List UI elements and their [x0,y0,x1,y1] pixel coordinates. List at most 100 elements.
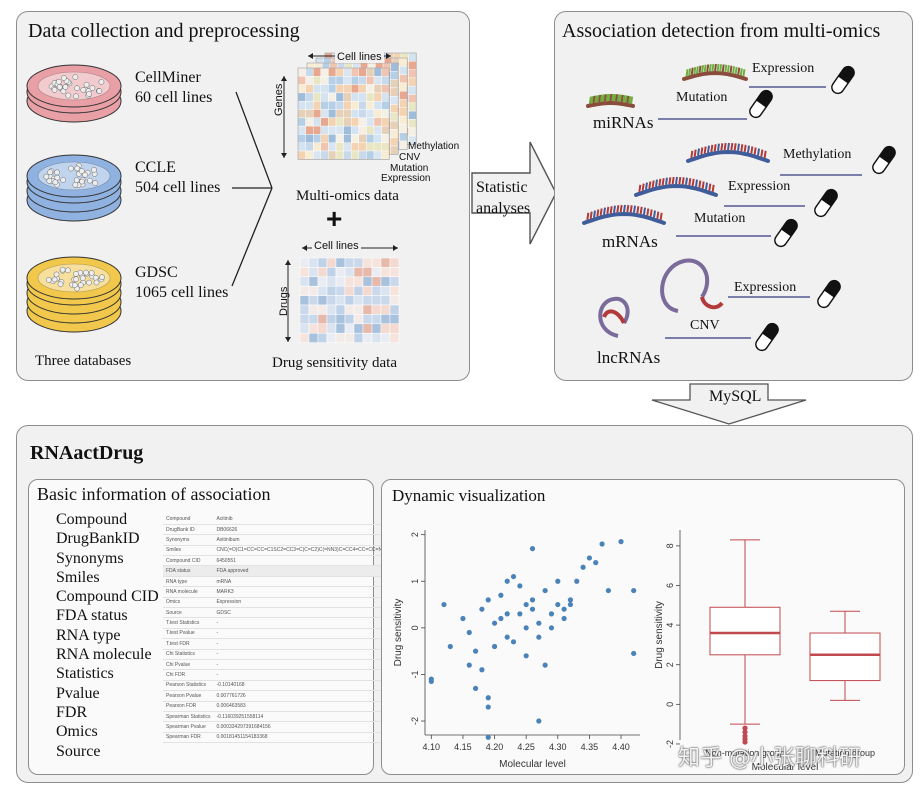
drug-cell [380,267,391,278]
category-label: Mutation group [815,748,875,758]
heat-cell [328,134,337,143]
scatter-point [618,539,624,545]
scatter-point [586,555,593,561]
cell-dot [77,282,84,288]
heat-cell [328,109,337,119]
heat-cell [343,101,352,110]
heat-cell [358,142,367,152]
strand-base [624,95,628,103]
drug-cell [317,295,328,306]
scatter-point [548,625,555,631]
cell-dot [60,177,66,183]
drug-cell [308,332,319,343]
heat-cell [297,92,306,102]
y-tick-label: -1 [410,670,420,678]
cell-dot [86,279,92,286]
heat-cell [390,62,399,72]
drug-cell [362,314,373,325]
strand-base [698,65,702,73]
pill-cap [838,66,855,84]
strand-base [737,143,740,151]
strand-base [701,181,705,189]
heat-cell [297,134,306,143]
heat-cell [373,109,382,119]
drug-cell [371,295,382,306]
association-title: Association detection from multi-omics [562,20,881,42]
strand-base [737,67,741,75]
drug-cell [344,323,355,334]
scatter-point [485,704,491,710]
drug-cell [326,285,337,296]
table-row: T.test Pvalue- [163,628,432,640]
heat-cell [381,125,390,135]
heat-cell [343,84,352,94]
strand-base [693,66,697,75]
drug-cell [344,276,355,287]
scatter-point [536,620,542,626]
strand-base [730,142,734,151]
drug-cell [299,314,310,325]
heat-cell [313,101,322,110]
drug-cell [389,267,400,278]
field-list: Compound DrugBankID Synonyms Smiles Comp… [56,510,159,761]
table-key: Compound CID [163,555,214,567]
scatter-point [580,564,586,570]
strand-base [688,178,692,186]
strand-base [750,146,754,154]
rna-strand [586,93,635,108]
drug-cell [389,257,400,268]
heat-cell [381,67,390,77]
drug-cell [362,267,373,278]
heat-cell [381,134,390,143]
strand-base [620,94,624,103]
drug-cell [353,295,364,306]
outlier-point [742,739,748,745]
y-tick-label: 2 [410,532,420,537]
strand-base [708,64,712,72]
data-collection-title: Data collection and preprocessing [28,20,300,42]
heat-cell [408,94,417,104]
heat-cell [343,125,352,135]
strand-base [661,178,665,186]
strand-base [763,150,767,158]
strand-base [628,96,632,104]
table-key: Spearman Statistics [163,711,214,723]
table-row: Spearman Statistics-0.116039251558114 [163,711,432,723]
heat-cell [335,67,344,77]
strand-base [586,212,590,220]
scatter-point [517,583,523,589]
lncrna-hairpin-2b [700,296,724,310]
strand-base [726,65,730,73]
heat-cell [305,76,314,85]
heat-cell [381,117,390,127]
x-tick-label: 4.10 [423,742,441,752]
strand-base [703,64,707,72]
scatter-point [631,650,637,657]
pill-cap [762,323,779,341]
drug-cell [335,267,346,278]
cell-dot [92,180,99,186]
pill-cap [756,90,773,108]
heat-cell [335,101,344,110]
strand-base [723,142,727,151]
heat-cell [305,134,314,143]
cell-dot [68,165,74,172]
strand-base [594,95,598,103]
drug-cell [362,285,373,296]
heat-cell [358,134,367,143]
drug-cell [317,285,328,296]
mirna-link-mutation: Mutation [676,90,728,105]
strand-base [602,94,605,102]
table-value: - [213,638,432,650]
strand-base [690,150,694,158]
drug-cell [353,304,364,315]
strand-base [721,64,725,72]
heat-cell [350,150,359,160]
heat-cell [399,107,408,117]
heat-cell [399,82,408,92]
omics-layer [297,67,390,160]
heat-cell [373,84,382,94]
scatter-point [561,615,567,622]
drug-cell [308,285,319,296]
